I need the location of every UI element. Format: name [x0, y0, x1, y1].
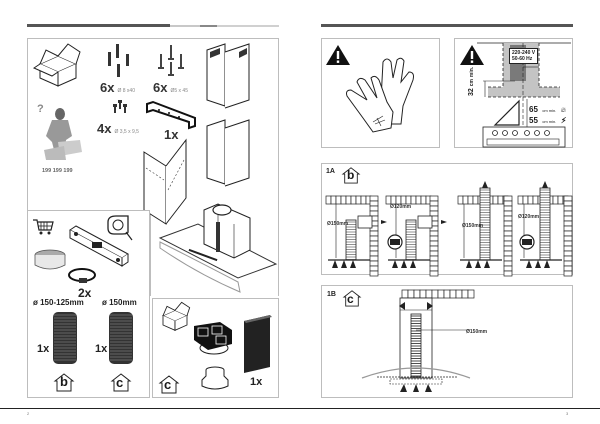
duct-label-2: Ø120mm: [390, 204, 412, 210]
header-bar-right: [321, 24, 573, 27]
wall-plate-icon: [143, 138, 187, 225]
duct-left-size: ø 150-125mm: [33, 298, 84, 307]
carbon-filter-unit-icon: [194, 322, 232, 355]
screws-icon: [158, 45, 184, 76]
recirculating-mode-icon: c: [110, 372, 132, 392]
diagram-1a-mode-icon: b: [341, 166, 361, 184]
grease-filter-icon: [244, 315, 272, 373]
small-screws-icon: [113, 100, 127, 113]
recirculating-diagram: [361, 289, 475, 392]
gloves-icon: [346, 57, 414, 133]
duct-right-quantity: 1x: [95, 343, 108, 355]
page-number-left: 2: [27, 411, 30, 416]
duct-label-1b: Ø150mm: [466, 329, 488, 335]
clamp-icon: [68, 268, 96, 283]
electric-hob-distance: 55 cm min. ⚡︎: [529, 116, 567, 125]
filter-quantity: 1x: [250, 376, 263, 388]
power-spec-label: 220-240 V 50-60 Hz: [509, 48, 539, 64]
flex-duct-right-icon: [109, 312, 133, 364]
flame-icon: 🔥︎: [560, 107, 566, 114]
page-number-right: 3: [566, 411, 569, 416]
diagram-1a-label: 1A: [326, 168, 335, 175]
cart-icon: [33, 219, 54, 235]
header-bar-left-light2: [217, 25, 279, 27]
bracket-quantity: 1x: [164, 127, 179, 142]
kit-box-icon: [161, 301, 191, 332]
box-icon: [32, 43, 81, 87]
tape-measure-icon: [107, 215, 133, 241]
header-bar-left-mid: [200, 25, 217, 27]
help-person-icon: [44, 108, 82, 160]
hood-icon: [158, 203, 278, 293]
adapter-ring-icon: [201, 366, 229, 390]
level-icon: [69, 225, 129, 267]
flex-duct-left-icon: [53, 312, 77, 364]
gas-hob-distance: 65 cm min. 🔥︎: [529, 105, 566, 114]
service-phone: 199 199 199: [42, 168, 73, 174]
tape-roll-icon: [34, 249, 66, 270]
duct-label-1: Ø150mm: [327, 221, 349, 227]
wall-plugs-icon: [108, 44, 129, 77]
voltage-text: 220-240 V: [512, 50, 536, 56]
chimney-upper-icon: [206, 43, 250, 109]
ducted-diagrams: [325, 181, 573, 277]
duct-label-3: Ø150mm: [462, 223, 484, 229]
help-mark: ?: [37, 103, 44, 115]
min-top-clearance: 32 cm min.: [468, 66, 475, 96]
footer-rule-right: [300, 408, 600, 409]
footer-rule-left: [0, 408, 300, 409]
recirculating-installation-panel: [321, 285, 573, 398]
kit-recirculating-mode-icon: c: [158, 374, 180, 394]
frequency-text: 50-60 Hz: [512, 56, 533, 62]
duct-right-size: ø 150mm: [102, 298, 137, 307]
header-bar-left: [27, 24, 170, 27]
diagram-1b-mode-icon: c: [342, 289, 362, 307]
clamp-quantity: 2x: [78, 286, 92, 300]
duct-label-4: Ø120mm: [518, 214, 540, 220]
header-bar-left-light: [170, 25, 200, 27]
chimney-lower-icon: [206, 119, 250, 187]
bracket-icon: [146, 100, 196, 130]
warning-triangle-icon: [326, 45, 350, 65]
duct-left-quantity: 1x: [37, 343, 50, 355]
warning-triangle-icon-2: [460, 45, 484, 65]
diagram-1b-label: 1B: [327, 291, 336, 298]
lightning-icon: ⚡︎: [560, 116, 567, 125]
ducted-mode-icon: b: [53, 372, 75, 392]
